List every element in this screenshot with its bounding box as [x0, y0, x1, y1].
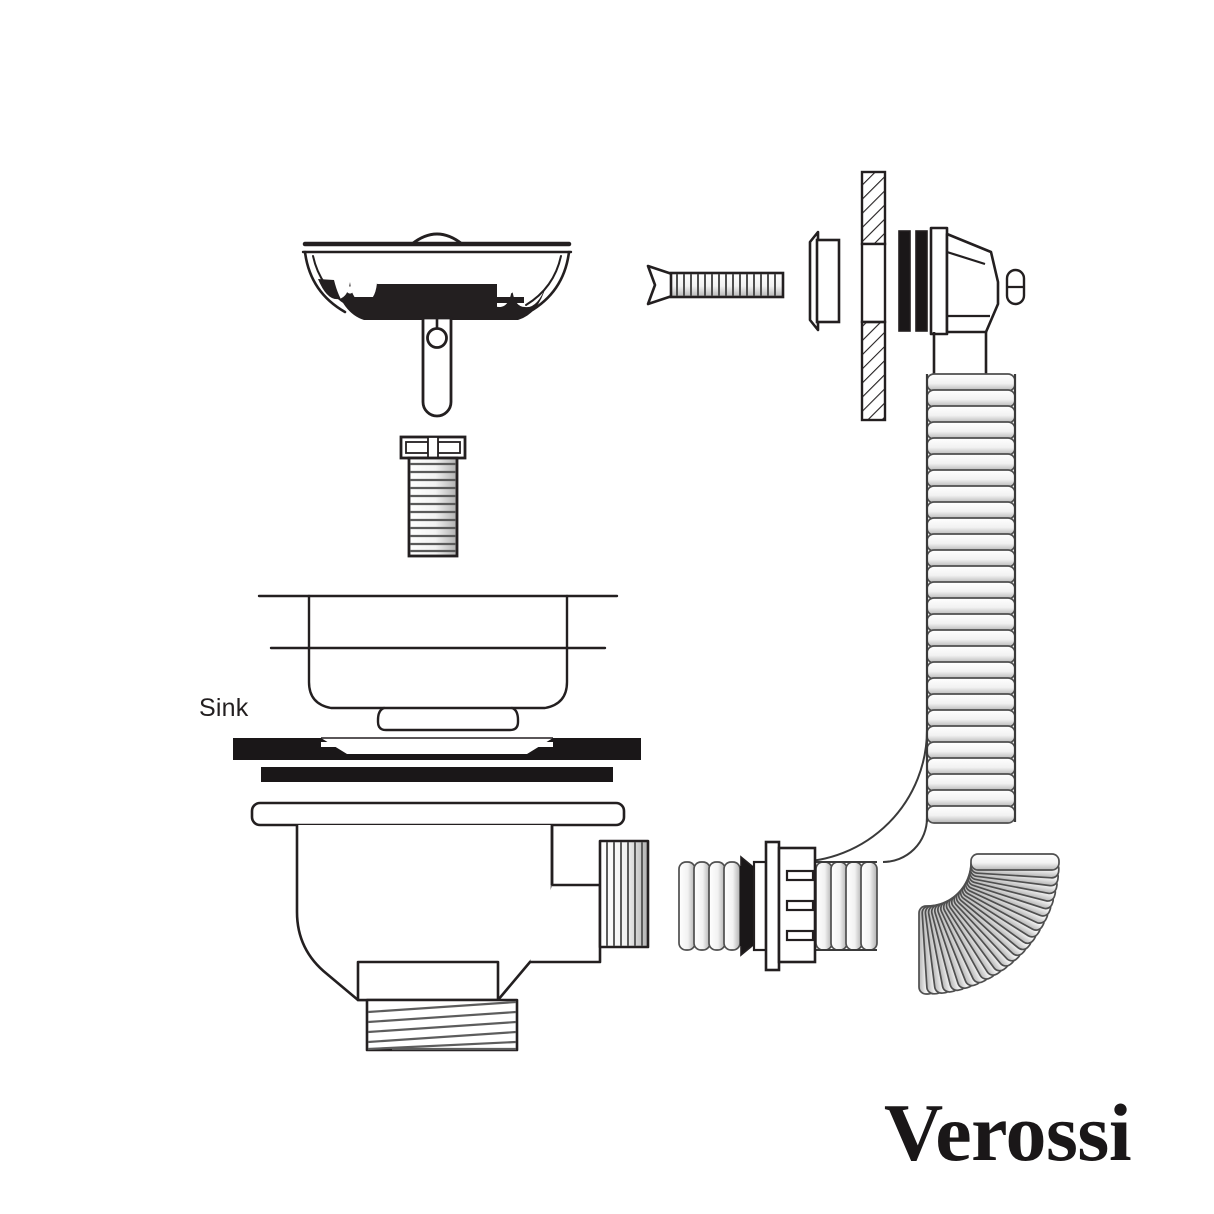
connector-slots: [785, 869, 815, 942]
sink-bowl-section: [257, 594, 619, 732]
overflow-gasket-outer: [898, 230, 911, 332]
screw-countersunk-head: [646, 264, 674, 306]
sink-wall-section: [860, 170, 887, 422]
basket-wall-right-inner: [525, 255, 562, 306]
basket-seal-block: [351, 284, 524, 318]
stem-ring-icon: [426, 327, 448, 349]
cover-plate-body: [815, 238, 841, 324]
fixing-bolt: [399, 435, 467, 558]
hose-connector-assembly: [678, 840, 817, 972]
bolt-threads: [410, 462, 456, 553]
flat-head-screw: [646, 264, 785, 306]
waste-body: [250, 801, 650, 1052]
basket-stem: [421, 316, 453, 418]
brand-logo: Verossi: [884, 1087, 1132, 1178]
connector-flange: [764, 840, 781, 972]
overflow-cover-plate: [808, 230, 841, 332]
flexible-hose-vertical: [925, 373, 1017, 824]
flexible-hose-bend: [794, 729, 1060, 995]
waste-thread-lines: [367, 1000, 517, 1051]
basket-wall-left: [303, 250, 347, 314]
flexible-hose-horizontal: [815, 861, 878, 951]
bolt-shank: [407, 456, 459, 558]
overflow-gasket-inner: [915, 230, 928, 332]
basket-knob-icon: [410, 232, 464, 246]
flat-washer: [261, 767, 613, 782]
sink-label: Sink: [199, 694, 249, 722]
top-gasket: [233, 737, 641, 760]
overflow-body: [929, 226, 1000, 378]
overflow-screw-boss-icon: [1005, 268, 1026, 306]
sink-wall-overflow-hole: [860, 242, 887, 324]
connector-washer: [752, 860, 768, 952]
